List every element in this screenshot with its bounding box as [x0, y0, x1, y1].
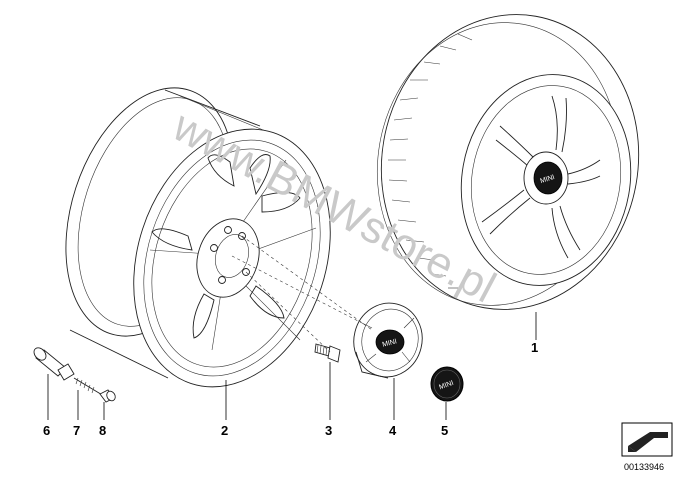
callout-8: 8 — [99, 423, 106, 438]
arrow-icon — [621, 422, 673, 457]
callout-7: 7 — [73, 423, 80, 438]
valve-stem — [33, 347, 75, 381]
emblem-logo: MINI — [438, 380, 454, 392]
callout-3: 3 — [325, 423, 332, 438]
emblem: MINI — [430, 366, 464, 402]
valve-cap — [99, 389, 116, 403]
hub-cap: MINI — [353, 302, 423, 379]
diagram-id: 00133946 — [624, 462, 664, 472]
callout-1: 1 — [531, 340, 538, 355]
wheel-bolt — [314, 343, 341, 363]
callout-2: 2 — [221, 423, 228, 438]
alloy-rim — [65, 87, 331, 388]
callout-5: 5 — [441, 423, 448, 438]
callouts: 1 2 3 4 5 6 7 8 — [43, 312, 538, 438]
complete-wheel-with-tyre: MINI — [376, 14, 640, 310]
assembly-lines — [231, 235, 373, 353]
hub-cap-logo: MINI — [382, 338, 398, 348]
valve-insert — [73, 377, 105, 397]
callout-4: 4 — [389, 423, 397, 438]
wheel-hub-logo: MINI — [539, 174, 555, 185]
callout-6: 6 — [43, 423, 50, 438]
